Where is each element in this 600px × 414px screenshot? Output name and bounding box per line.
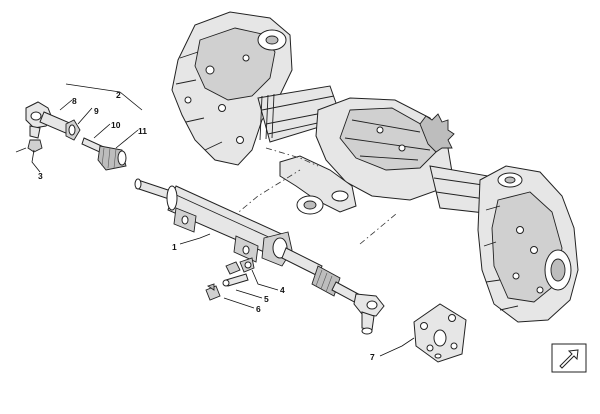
callout-9: 9	[94, 106, 99, 116]
callout-8: 8	[72, 96, 77, 106]
callout-11: 11	[138, 126, 147, 136]
callout-2: 2	[116, 90, 121, 100]
callout-4: 4	[280, 285, 285, 295]
callout-labels: 1 2 3 4 5 6 7 8 9 10 11	[38, 90, 375, 362]
arrow-icon[interactable]	[551, 343, 587, 373]
fasteners	[205, 257, 255, 301]
callout-6: 6	[256, 304, 261, 314]
axle-housing	[171, 11, 579, 323]
callout-1: 1	[172, 242, 177, 252]
right-tie-rod-end	[311, 265, 385, 335]
callout-3: 3	[38, 171, 43, 181]
callout-5: 5	[264, 294, 269, 304]
leader-lines	[31, 83, 415, 357]
left-tie-rod-end	[15, 101, 127, 171]
callout-10: 10	[111, 120, 121, 130]
steering-cylinder	[134, 178, 323, 277]
mounting-plate	[413, 303, 467, 363]
callout-7: 7	[370, 352, 375, 362]
